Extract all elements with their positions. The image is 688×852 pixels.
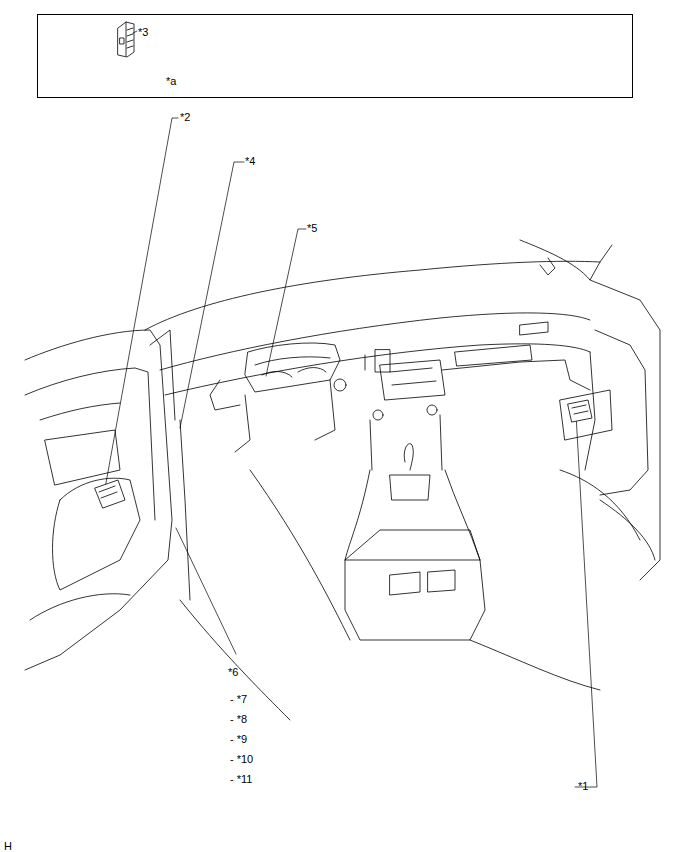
callout-number: - *10 xyxy=(230,753,253,765)
callout-number: *3 xyxy=(138,26,148,38)
center-console xyxy=(180,444,600,720)
callout-number: - *11 xyxy=(230,773,252,785)
inset-box: *3 *a xyxy=(37,14,633,98)
callout-number: *a xyxy=(166,75,176,87)
right-door xyxy=(560,280,660,580)
dashboard xyxy=(160,313,595,600)
callout-number: - *9 xyxy=(230,733,247,745)
windshield-frame xyxy=(145,240,612,420)
callout-number: - *8 xyxy=(230,713,247,725)
callout-number: *6 xyxy=(228,666,238,678)
ecu-icon xyxy=(118,22,134,57)
figure-code: H xyxy=(4,840,12,852)
leader-lines xyxy=(104,31,597,787)
left-door xyxy=(25,330,172,670)
callout-number: *5 xyxy=(307,222,317,234)
callout-number: *2 xyxy=(180,111,190,123)
callout-number: *1 xyxy=(578,780,588,792)
callout-number: - *7 xyxy=(230,693,247,705)
callout-number: *4 xyxy=(245,155,255,167)
